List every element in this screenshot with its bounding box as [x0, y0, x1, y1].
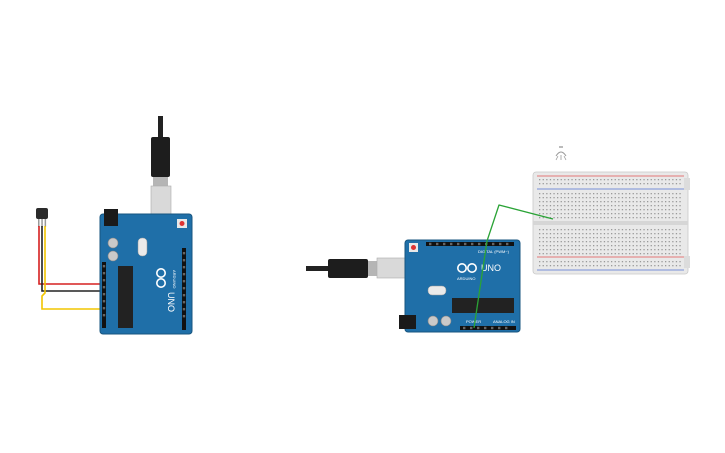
breadboard-holes: [539, 179, 681, 267]
wire-green[interactable]: [473, 204, 554, 329]
left-circuit: UNO ARDUINO: [36, 116, 193, 335]
arduino-infinity-logo: [156, 268, 166, 288]
board-brand-label: UNO: [481, 263, 501, 273]
temperature-sensor-icon[interactable]: [36, 208, 48, 227]
tilt-sensor-icon[interactable]: [555, 146, 567, 161]
arduino-infinity-logo: [456, 262, 477, 273]
usb-cable-icon[interactable]: [150, 116, 172, 221]
board-sub-label: ARDUINO: [172, 270, 177, 288]
power-header-label: POWER: [466, 319, 481, 324]
board-brand-label: UNO: [166, 292, 176, 312]
arduino-board-left[interactable]: UNO ARDUINO: [99, 209, 193, 335]
wire-yellow[interactable]: [41, 226, 103, 310]
wire-black[interactable]: [41, 226, 103, 292]
usb-cable-icon[interactable]: [306, 257, 411, 279]
wire-red[interactable]: [38, 226, 103, 285]
board-sub-label: ARDUINO: [457, 276, 475, 281]
digital-header-label: DIGITAL (PWM~): [478, 249, 510, 254]
right-circuit: UNO ARDUINO DIGITAL (PWM~) POWER ANALOG …: [306, 146, 690, 333]
analog-header-label: ANALOG IN: [493, 319, 515, 324]
arduino-board-right[interactable]: UNO ARDUINO DIGITAL (PWM~) POWER ANALOG …: [399, 239, 521, 333]
breadboard-icon[interactable]: [532, 171, 690, 275]
